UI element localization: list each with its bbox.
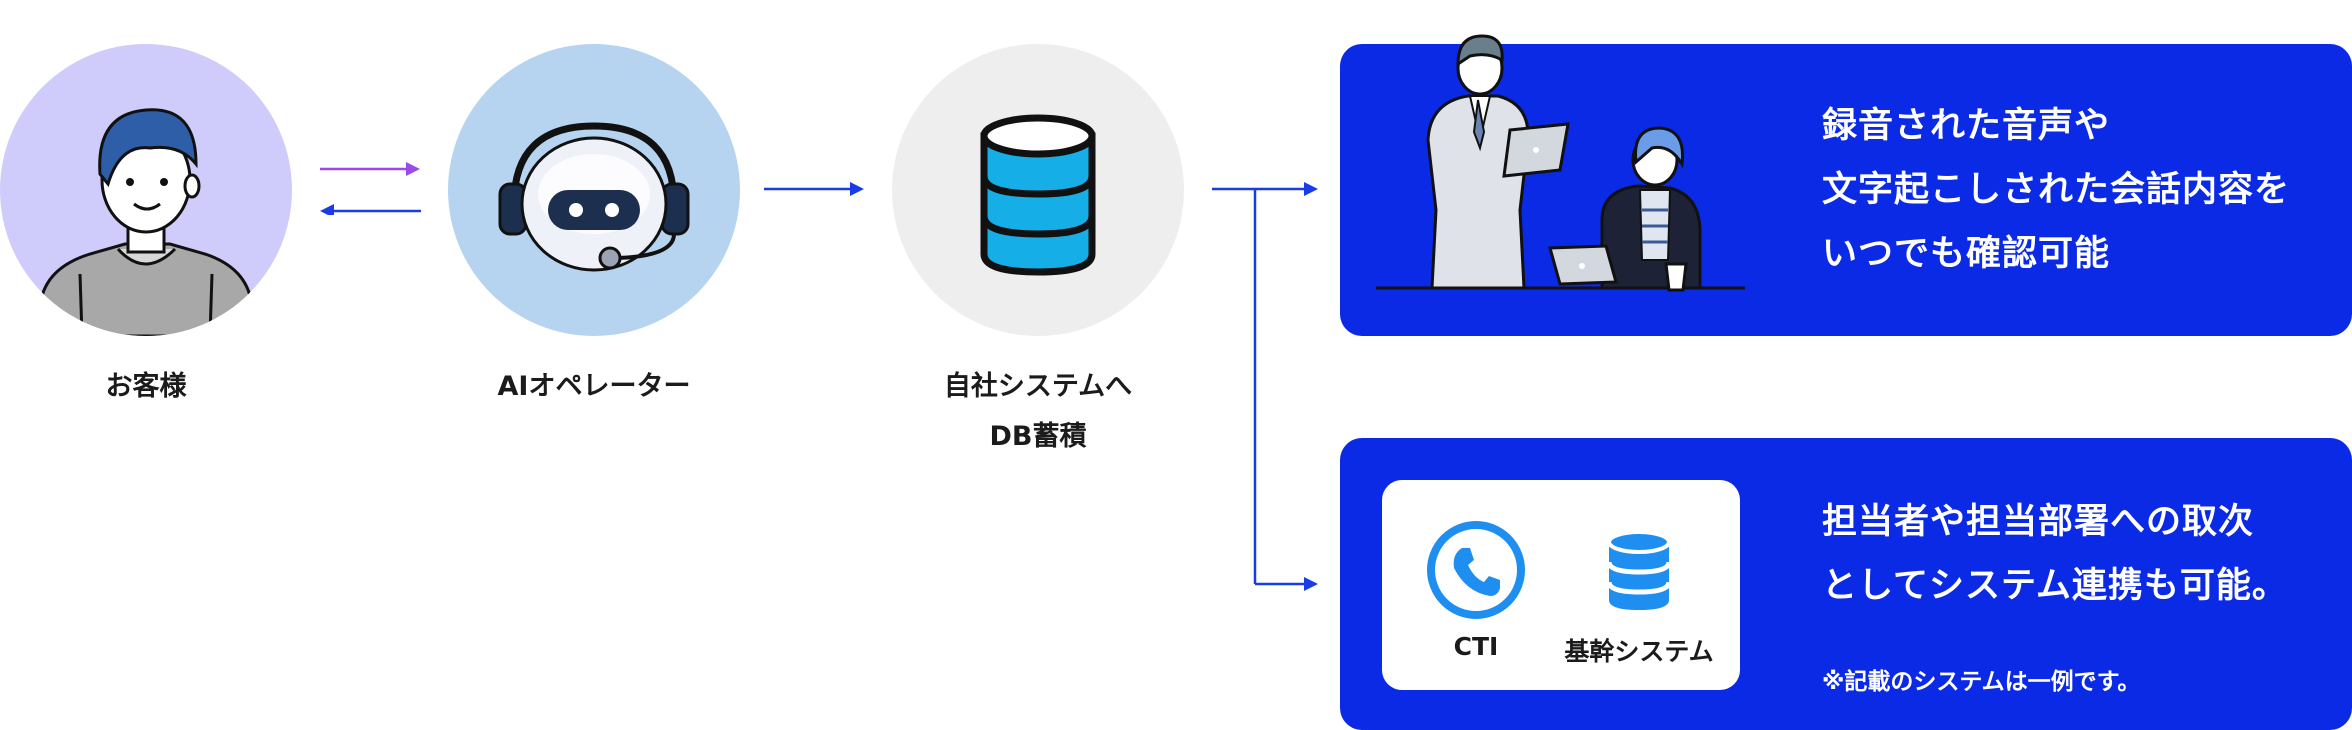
robot-headset-icon [498, 122, 690, 272]
integration-note: ※記載のシステムは一例です。 [1822, 669, 2141, 695]
cti-label: CTI [1453, 632, 1499, 661]
ai-operator-label: AIオペレーター [497, 371, 691, 402]
integration-line1: 担当者や担当部署への取次 [1822, 502, 2255, 542]
bidirectional-arrows [320, 162, 421, 215]
database-icon [980, 114, 1096, 276]
customer-circle [0, 44, 292, 336]
customer-label: お客様 [105, 371, 187, 402]
integration-line2: としてシステム連携も可能。 [1822, 566, 2288, 606]
recording-line1: 録音された音声や [1822, 106, 2111, 146]
db-circle [892, 44, 1184, 336]
db-label-line2: DB蓄積 [989, 421, 1087, 452]
database-icon [1606, 530, 1672, 610]
systems-box: CTI 基幹システム [1382, 480, 1740, 690]
ai-operator-circle [448, 44, 740, 336]
business-people-illustration [1376, 34, 1745, 292]
db-label-line1: 自社システムへ [943, 371, 1133, 402]
recording-line3: いつでも確認可能 [1822, 234, 2111, 274]
customer-person-illustration [38, 108, 254, 336]
recording-line2: 文字起こしされた会話内容を [1822, 170, 2291, 210]
core-system-label: 基幹システム [1564, 637, 1714, 666]
arrow-ai-to-db [764, 182, 864, 196]
phone-icon [1427, 521, 1525, 619]
branch-arrows [1212, 182, 1318, 591]
